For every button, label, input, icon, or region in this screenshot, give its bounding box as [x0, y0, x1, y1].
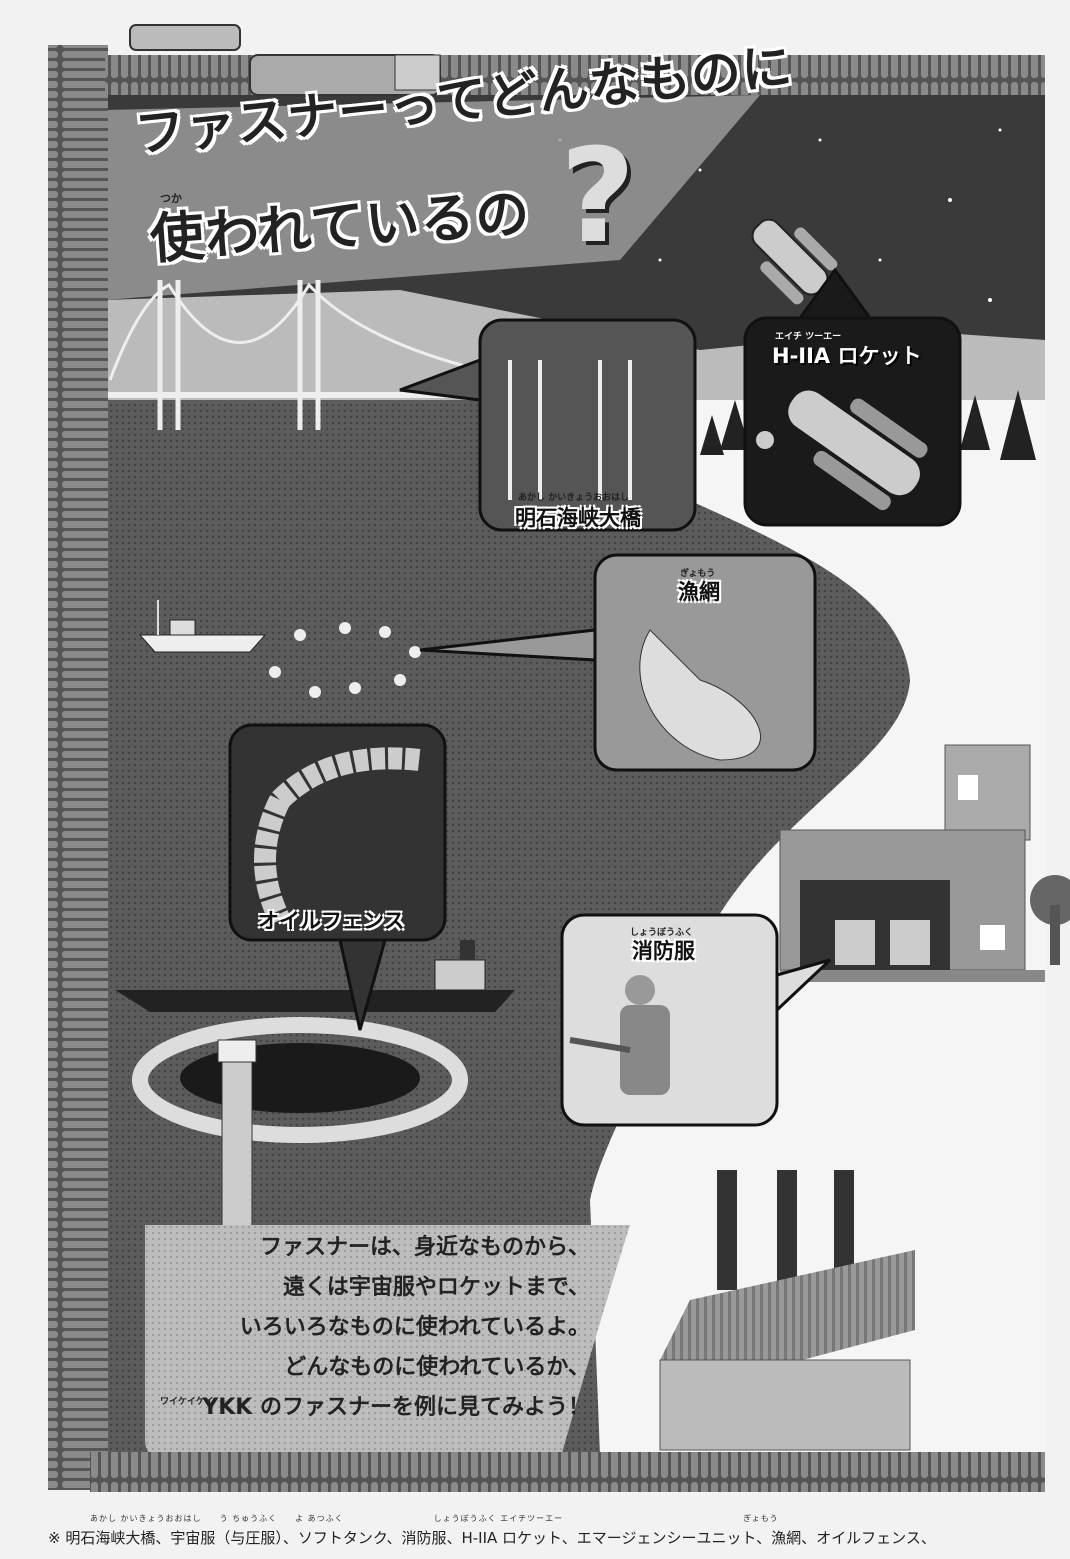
firefighter-illustration: [569, 975, 670, 1095]
rocket-small: [751, 218, 838, 305]
suspension-bridge: [105, 280, 481, 430]
rocket-illustration: [788, 390, 928, 511]
title-ruby: つか: [160, 192, 182, 205]
net-callout-frame: [593, 553, 817, 772]
fire-suit-ruby: しょうぼうふく: [630, 928, 694, 938]
factory: [659, 1170, 915, 1451]
tanker-ship: [115, 940, 515, 1012]
intro-line-4: どんなものに使われているか、: [284, 1355, 590, 1380]
oil-spill: [180, 1043, 420, 1113]
spotlight: [105, 95, 760, 300]
intro-line-3: いろいろなものに使われているよ。: [239, 1315, 590, 1340]
stars: [558, 128, 1002, 302]
zipper-left: [48, 45, 108, 1490]
zipper-slider: [129, 24, 441, 96]
intro-line-1: ファスナーは、身近なものから、: [259, 1235, 590, 1260]
oil-fence-illustration: [254, 795, 290, 925]
net-floats: [269, 622, 421, 698]
footnote: ※ 明石海峡大橋、宇宙服（与圧服）、ソフトタンク、消防服、H-IIA ロケット、…: [48, 1529, 936, 1547]
footnote-ruby: あかし かいきょうおおはし う ちゅうふく よ あつふく しょうぼうふく エイチ…: [90, 1514, 779, 1523]
bridge-label: 明石海峡大橋: [515, 506, 641, 530]
net-label: 漁網: [678, 580, 720, 604]
zipper-bottom: [90, 1452, 1045, 1492]
tree: [1030, 875, 1070, 965]
question-mark: ?: [560, 120, 637, 272]
rocket-label: H-IIA ロケット: [772, 344, 922, 368]
intro-line-5: YKK のファスナーを例に見てみよう！: [202, 1395, 590, 1420]
fire-station: [779, 744, 1031, 971]
message-panel: [145, 1225, 630, 1460]
rocket-ruby: エイチ ツーエー: [775, 332, 842, 342]
intro-line-2: 遠くは宇宙服やロケットまで、: [282, 1275, 590, 1300]
fire-suit-label: 消防服: [632, 939, 695, 963]
fishing-net-illustration: [639, 629, 761, 761]
intro-text: ファスナーは、身近なものから、 遠くは宇宙服やロケットまで、 いろいろなものに使…: [150, 1228, 590, 1428]
bridge-callout-frame: [478, 318, 697, 532]
fishing-boat: [138, 600, 267, 653]
ykk-ruby: ワイケイケイ: [160, 1397, 214, 1407]
bridge-ruby: あかし かいきょうおおはし: [518, 493, 630, 503]
trees: [700, 390, 1036, 460]
oil-fence-ring: [132, 1017, 468, 1143]
oil-fence-callout-frame: [228, 723, 447, 942]
net-ruby: ぎょもう: [680, 569, 716, 579]
oil-fence-label: オイルフェンス: [258, 909, 405, 933]
